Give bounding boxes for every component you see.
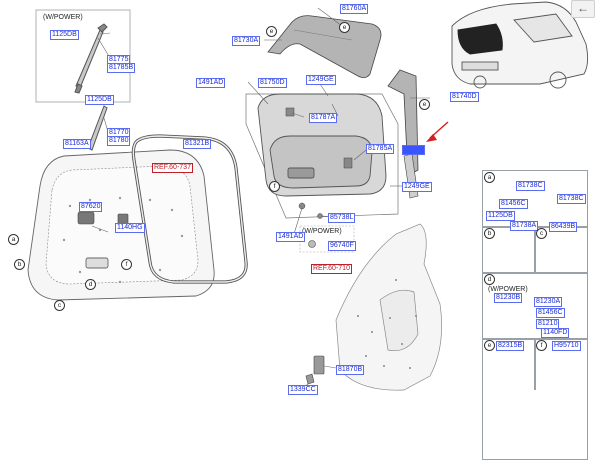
label-1249GE-b[interactable]: 1249GE [402, 182, 432, 192]
label-81870B[interactable]: 81870B [336, 365, 365, 375]
callout-e-panel: e [484, 340, 495, 351]
inner-trim-panel [257, 93, 387, 197]
callout-a-panel: a [484, 172, 495, 183]
label-81163A[interactable]: 81163A [63, 139, 91, 149]
side-trim [387, 69, 419, 177]
label-1491AD[interactable]: 1491AD [196, 78, 226, 88]
label-81456C-b[interactable]: 81456C [536, 308, 565, 318]
callout-d-panel: d [484, 274, 495, 285]
callout-e-right[interactable]: e [419, 99, 430, 110]
label-81750D[interactable]: 81750D [258, 78, 287, 88]
label-81738C[interactable]: 81738C [516, 181, 545, 191]
label-82315B[interactable]: 82315B [496, 341, 525, 351]
label-81780[interactable]: 81780 [107, 136, 131, 146]
body-dots [357, 279, 417, 369]
callout-c-panel: c [536, 228, 547, 239]
label-1491AD-b[interactable]: 1491AD [276, 232, 306, 242]
label-1125DB[interactable]: 1125DB [50, 30, 79, 40]
callout-f-main[interactable]: f [121, 259, 132, 270]
label-81730A[interactable]: 81730A [232, 36, 261, 46]
label-86439B[interactable]: 86439B [549, 222, 578, 232]
label-81230A[interactable]: 81230A [534, 297, 563, 307]
body-quarter-panel [335, 223, 442, 391]
grommet-96740F [308, 240, 316, 248]
label-H95710[interactable]: H95710 [552, 341, 581, 351]
label-81456C[interactable]: 81456C [499, 199, 528, 209]
callout-a-main[interactable]: a [8, 234, 19, 245]
striker [305, 355, 325, 385]
label-81787A[interactable]: 81787A [309, 113, 338, 123]
strut-mid [87, 105, 108, 151]
callout-b-main[interactable]: b [14, 259, 25, 270]
label-81230B[interactable]: 81230B [494, 293, 523, 303]
label-1249GE[interactable]: 1249GE [306, 75, 336, 85]
label-1140HG[interactable]: 1140HG [115, 223, 145, 233]
label-1125DB-mid[interactable]: 1125DB [85, 95, 114, 105]
label-1140FD[interactable]: 1140FD [541, 328, 570, 338]
upper-trim [267, 15, 382, 78]
label-81755[interactable]: 81755 [402, 145, 426, 155]
ref-60-710[interactable]: REF.60-710 [311, 264, 352, 274]
ref-60-737[interactable]: REF.60-737 [152, 163, 193, 173]
strut-top [74, 23, 108, 94]
label-96740F[interactable]: 96740F [328, 241, 356, 251]
callout-f-panel: f [536, 340, 547, 351]
note-wpower-top: (W/POWER) [43, 14, 83, 21]
callout-e-upper[interactable]: e [339, 22, 350, 33]
inner-trim-frame [245, 93, 399, 219]
label-1339CC[interactable]: 1339CC [288, 385, 318, 395]
label-81738A[interactable]: 81738A [510, 221, 539, 231]
label-81740D[interactable]: 81740D [450, 92, 479, 102]
car-rear-view [451, 1, 589, 89]
label-81785A[interactable]: 81785A [366, 144, 395, 154]
label-85738L[interactable]: 85738L [328, 213, 356, 223]
label-81760A[interactable]: 81760A [340, 4, 369, 14]
callout-f-center[interactable]: f [269, 181, 280, 192]
note-wpower-right: (W/POWER) [488, 286, 528, 293]
trim-clips [285, 107, 353, 219]
back-arrow-icon: ← [577, 1, 589, 15]
label-1125DB-right[interactable]: 1125DB [486, 211, 515, 221]
detail-divider-vert-ef [534, 338, 536, 390]
label-81321B[interactable]: 81321B [183, 139, 212, 149]
pointer-arrow [426, 121, 449, 142]
label-87620[interactable]: 87620 [79, 202, 103, 212]
label-81785B[interactable]: 81785B [107, 63, 136, 73]
callout-e-left[interactable]: e [266, 26, 277, 37]
callout-c-main[interactable]: c [54, 300, 65, 311]
note-wpower-mid: (W/POWER) [302, 228, 342, 235]
label-81738C-b[interactable]: 81738C [557, 194, 586, 204]
callout-b-panel: b [484, 228, 495, 239]
back-button[interactable]: ← [571, 0, 595, 18]
callout-d-main[interactable]: d [85, 279, 96, 290]
